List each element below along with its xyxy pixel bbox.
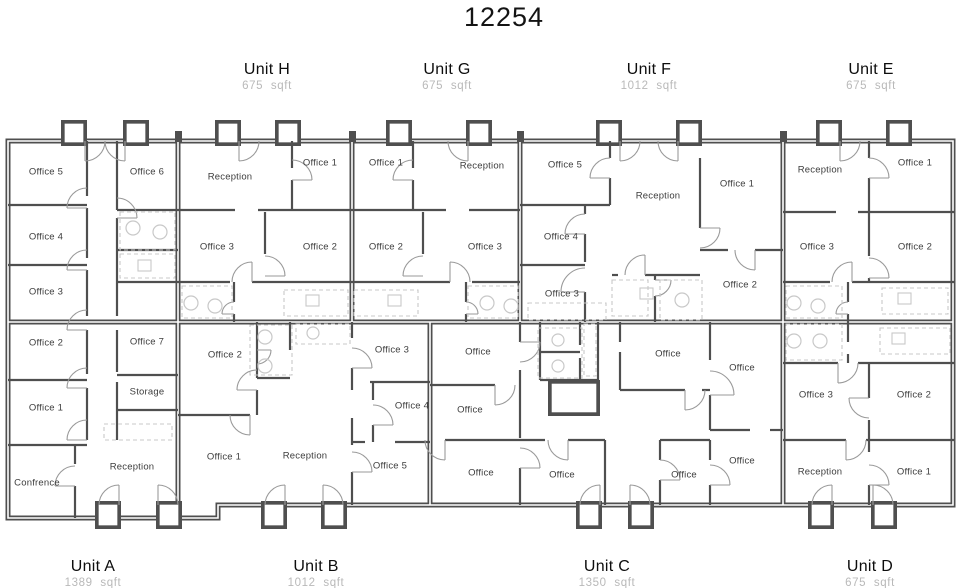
room-label: Reception — [797, 466, 843, 478]
room-label: Office 3 — [799, 241, 835, 253]
room-label: Office — [655, 348, 681, 360]
unit-name: Unit A — [70, 558, 116, 575]
room-label: Office 3 — [28, 286, 64, 298]
room-label: Office 2 — [722, 279, 758, 291]
room-label: Office — [457, 404, 483, 416]
unit-label-h: Unit H 675 sqft — [242, 61, 292, 92]
unit-name: Unit F — [626, 61, 672, 78]
room-label: Office — [729, 362, 755, 374]
room-label: Office 4 — [543, 231, 579, 243]
room-label: Office 1 — [897, 157, 933, 169]
unit-name: Unit G — [423, 61, 471, 78]
room-label: Reception — [797, 164, 843, 176]
unit-sqft: 675 sqft — [422, 80, 472, 92]
room-label: Reception — [635, 190, 681, 202]
room-label: Office 3 — [544, 288, 580, 300]
unit-sqft: 1012 sqft — [287, 577, 345, 588]
room-label: Reception — [109, 461, 155, 473]
room-label: Office — [468, 467, 494, 479]
room-label: Office 3 — [798, 389, 834, 401]
room-label: Office — [671, 469, 697, 481]
room-label: Office 1 — [719, 178, 755, 190]
unit-label-f: Unit F 1012 sqft — [621, 61, 678, 92]
room-label: Reception — [459, 160, 505, 172]
room-label: Office — [465, 346, 491, 358]
plan-title: 12254 — [463, 2, 545, 32]
room-label: Office 5 — [372, 460, 408, 472]
room-label: Office 4 — [394, 400, 430, 412]
room-label: Office 2 — [368, 241, 404, 253]
room-label: Office 2 — [302, 241, 338, 253]
room-label: Reception — [207, 171, 253, 183]
unit-name: Unit E — [848, 61, 894, 78]
room-label: Office 1 — [28, 402, 64, 414]
room-label: Office 3 — [199, 241, 235, 253]
room-label: Office 2 — [28, 337, 64, 349]
room-label: Office — [549, 469, 575, 481]
unit-sqft: 675 sqft — [845, 577, 895, 588]
room-label: Office 6 — [129, 166, 165, 178]
room-label: Reception — [282, 450, 328, 462]
room-label: Office 5 — [547, 159, 583, 171]
unit-label-g: Unit G 675 sqft — [422, 61, 472, 92]
room-label: Storage — [129, 386, 165, 398]
unit-name: Unit C — [583, 558, 631, 575]
room-label: Confrence — [14, 477, 60, 489]
unit-label-d: Unit D 675 sqft — [845, 558, 895, 588]
room-label: Office 2 — [896, 389, 932, 401]
room-label: Office 1 — [206, 451, 242, 463]
unit-label-a: Unit A 1389 sqft — [65, 558, 122, 588]
room-label: Office 7 — [129, 336, 165, 348]
room-label: Office 4 — [28, 231, 64, 243]
unit-name: Unit B — [293, 558, 339, 575]
unit-label-e: Unit E 675 sqft — [846, 61, 896, 92]
room-label: Office 5 — [28, 166, 64, 178]
unit-label-b: Unit B 1012 sqft — [288, 558, 345, 588]
room-label: Office 2 — [897, 241, 933, 253]
room-label: Office 2 — [207, 349, 243, 361]
room-label: Office 3 — [467, 241, 503, 253]
unit-sqft: 1350 sqft — [578, 577, 636, 588]
room-label: Office — [729, 455, 755, 467]
unit-name: Unit D — [846, 558, 894, 575]
unit-sqft: 675 sqft — [846, 80, 896, 92]
unit-name: Unit H — [243, 61, 291, 78]
room-label: Office 1 — [896, 466, 932, 478]
unit-sqft: 1012 sqft — [620, 80, 678, 92]
room-label: Office 1 — [368, 157, 404, 169]
unit-label-c: Unit C 1350 sqft — [579, 558, 636, 588]
unit-sqft: 1389 sqft — [64, 577, 122, 588]
room-label: Office 3 — [374, 344, 410, 356]
room-label: Office 1 — [302, 157, 338, 169]
unit-sqft: 675 sqft — [242, 80, 292, 92]
